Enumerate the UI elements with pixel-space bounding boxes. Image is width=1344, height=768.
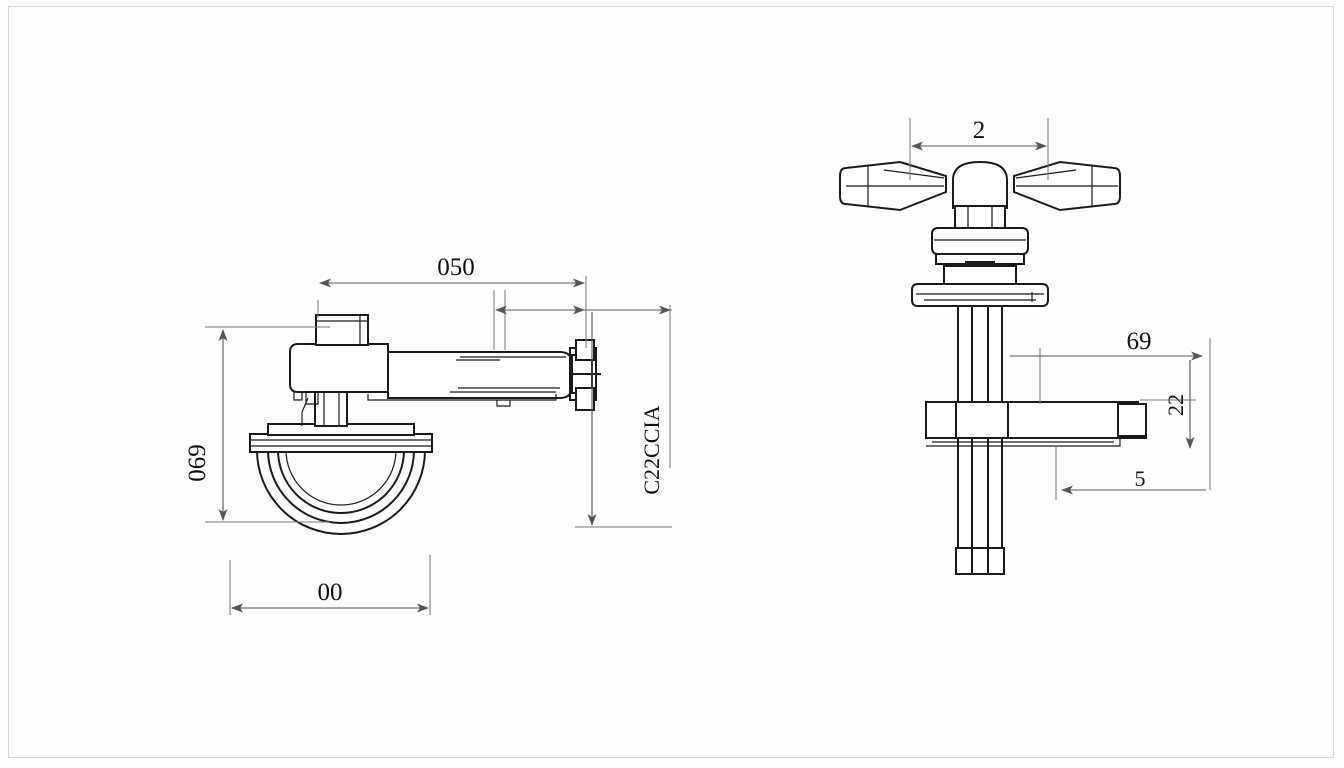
body-lug-right [305,392,319,405]
end-boss-lower [575,387,595,411]
bowl-inner-arc [276,448,406,514]
escutcheon [911,283,1049,307]
cross-handle [839,160,1121,229]
bowl-innermost-arc [285,449,397,506]
outlet-underplate [926,438,1121,447]
outlet-end-edge [1121,403,1147,439]
bonnet-assembly [931,227,1029,285]
outlet-body [925,401,1139,439]
side-view-group [249,314,601,535]
stem-assembly [314,389,348,427]
front-view-dimensions: 2 69 22 5 [909,117,1211,500]
riser-end-nut [955,547,1005,575]
spout-end-fitting [569,339,601,411]
side-view-dimensions: 050 069 C22CCIA 00 [184,254,672,615]
flange-plate [249,433,433,453]
dimlabel-050: 050 [437,254,475,281]
bowl-flange [249,423,433,453]
body-block [289,343,389,393]
handle-right-rib3 [1015,169,1077,179]
spout-underplate [367,394,557,401]
spout-aerator-notch [496,400,511,407]
bowl-outer-arc [255,448,427,535]
handle-left-rib3 [883,169,945,179]
outlet-assembly [925,401,1147,447]
riser-pipe [955,305,1005,575]
bowl-assembly [255,448,427,535]
dimlabel-00: 00 [318,579,343,606]
front-view-group [839,160,1147,575]
body-bracket [301,397,309,426]
spout-body [387,351,573,399]
dimlabel-22: 22 [1163,394,1188,416]
dimlabel-handle-width: 2 [973,117,986,144]
dimlabel-5: 5 [1135,466,1146,491]
bonnet-upper [931,227,1029,255]
body-cap [315,314,369,346]
bowl-mid-arc [266,448,416,524]
handle-hub-neck [954,205,1006,229]
bonnet-washer [935,253,1025,265]
dimlabel-right-side: C22CCIA [639,405,664,494]
handle-hub-dome [952,160,1008,209]
escutcheon-plate [911,283,1049,307]
spout-arm [367,351,573,407]
dimlabel-69: 69 [1127,328,1152,355]
dimlabel-069: 069 [184,444,211,482]
end-boss-upper [575,339,595,361]
body-lug-left [293,392,303,401]
stem-lower [314,389,348,427]
outlet-end-boss [1117,403,1147,437]
bonnet-lower [943,265,1017,285]
